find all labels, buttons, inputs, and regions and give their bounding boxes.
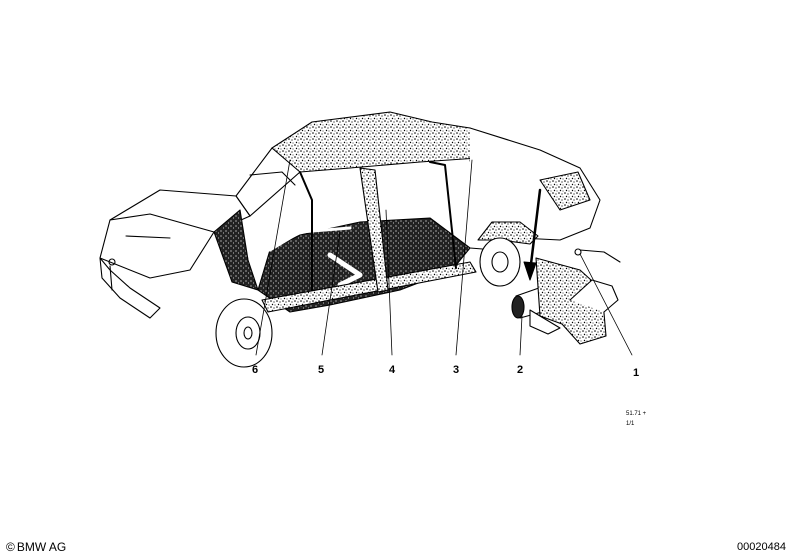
rear-wheel <box>479 237 521 287</box>
copyright-notice: © BMW AG <box>6 540 66 554</box>
c-pillar <box>429 161 457 269</box>
reference-sheet: 1/1 <box>626 421 635 427</box>
b-pillar-insulation <box>359 167 389 293</box>
firewall-insulation <box>213 209 259 291</box>
callout-6: 6 <box>252 364 259 376</box>
callout-5: 5 <box>318 364 325 376</box>
callout-3: 3 <box>453 364 460 376</box>
copyright-icon: © <box>6 540 15 554</box>
front-bumper <box>99 257 161 319</box>
sill-insulation <box>261 261 477 313</box>
callout-2: 2 <box>517 364 524 376</box>
callout-1: 1 <box>633 367 640 379</box>
hood <box>99 189 251 279</box>
trunk-insulation <box>539 171 591 211</box>
roof-panel <box>271 111 496 173</box>
insulation-cover <box>535 257 607 345</box>
image-number: 00020484 <box>737 541 786 553</box>
callout-4: 4 <box>389 364 396 376</box>
a-pillar <box>299 171 313 291</box>
brand-label: BMW AG <box>16 540 67 554</box>
reference-code: 51.71 + <box>626 411 647 417</box>
